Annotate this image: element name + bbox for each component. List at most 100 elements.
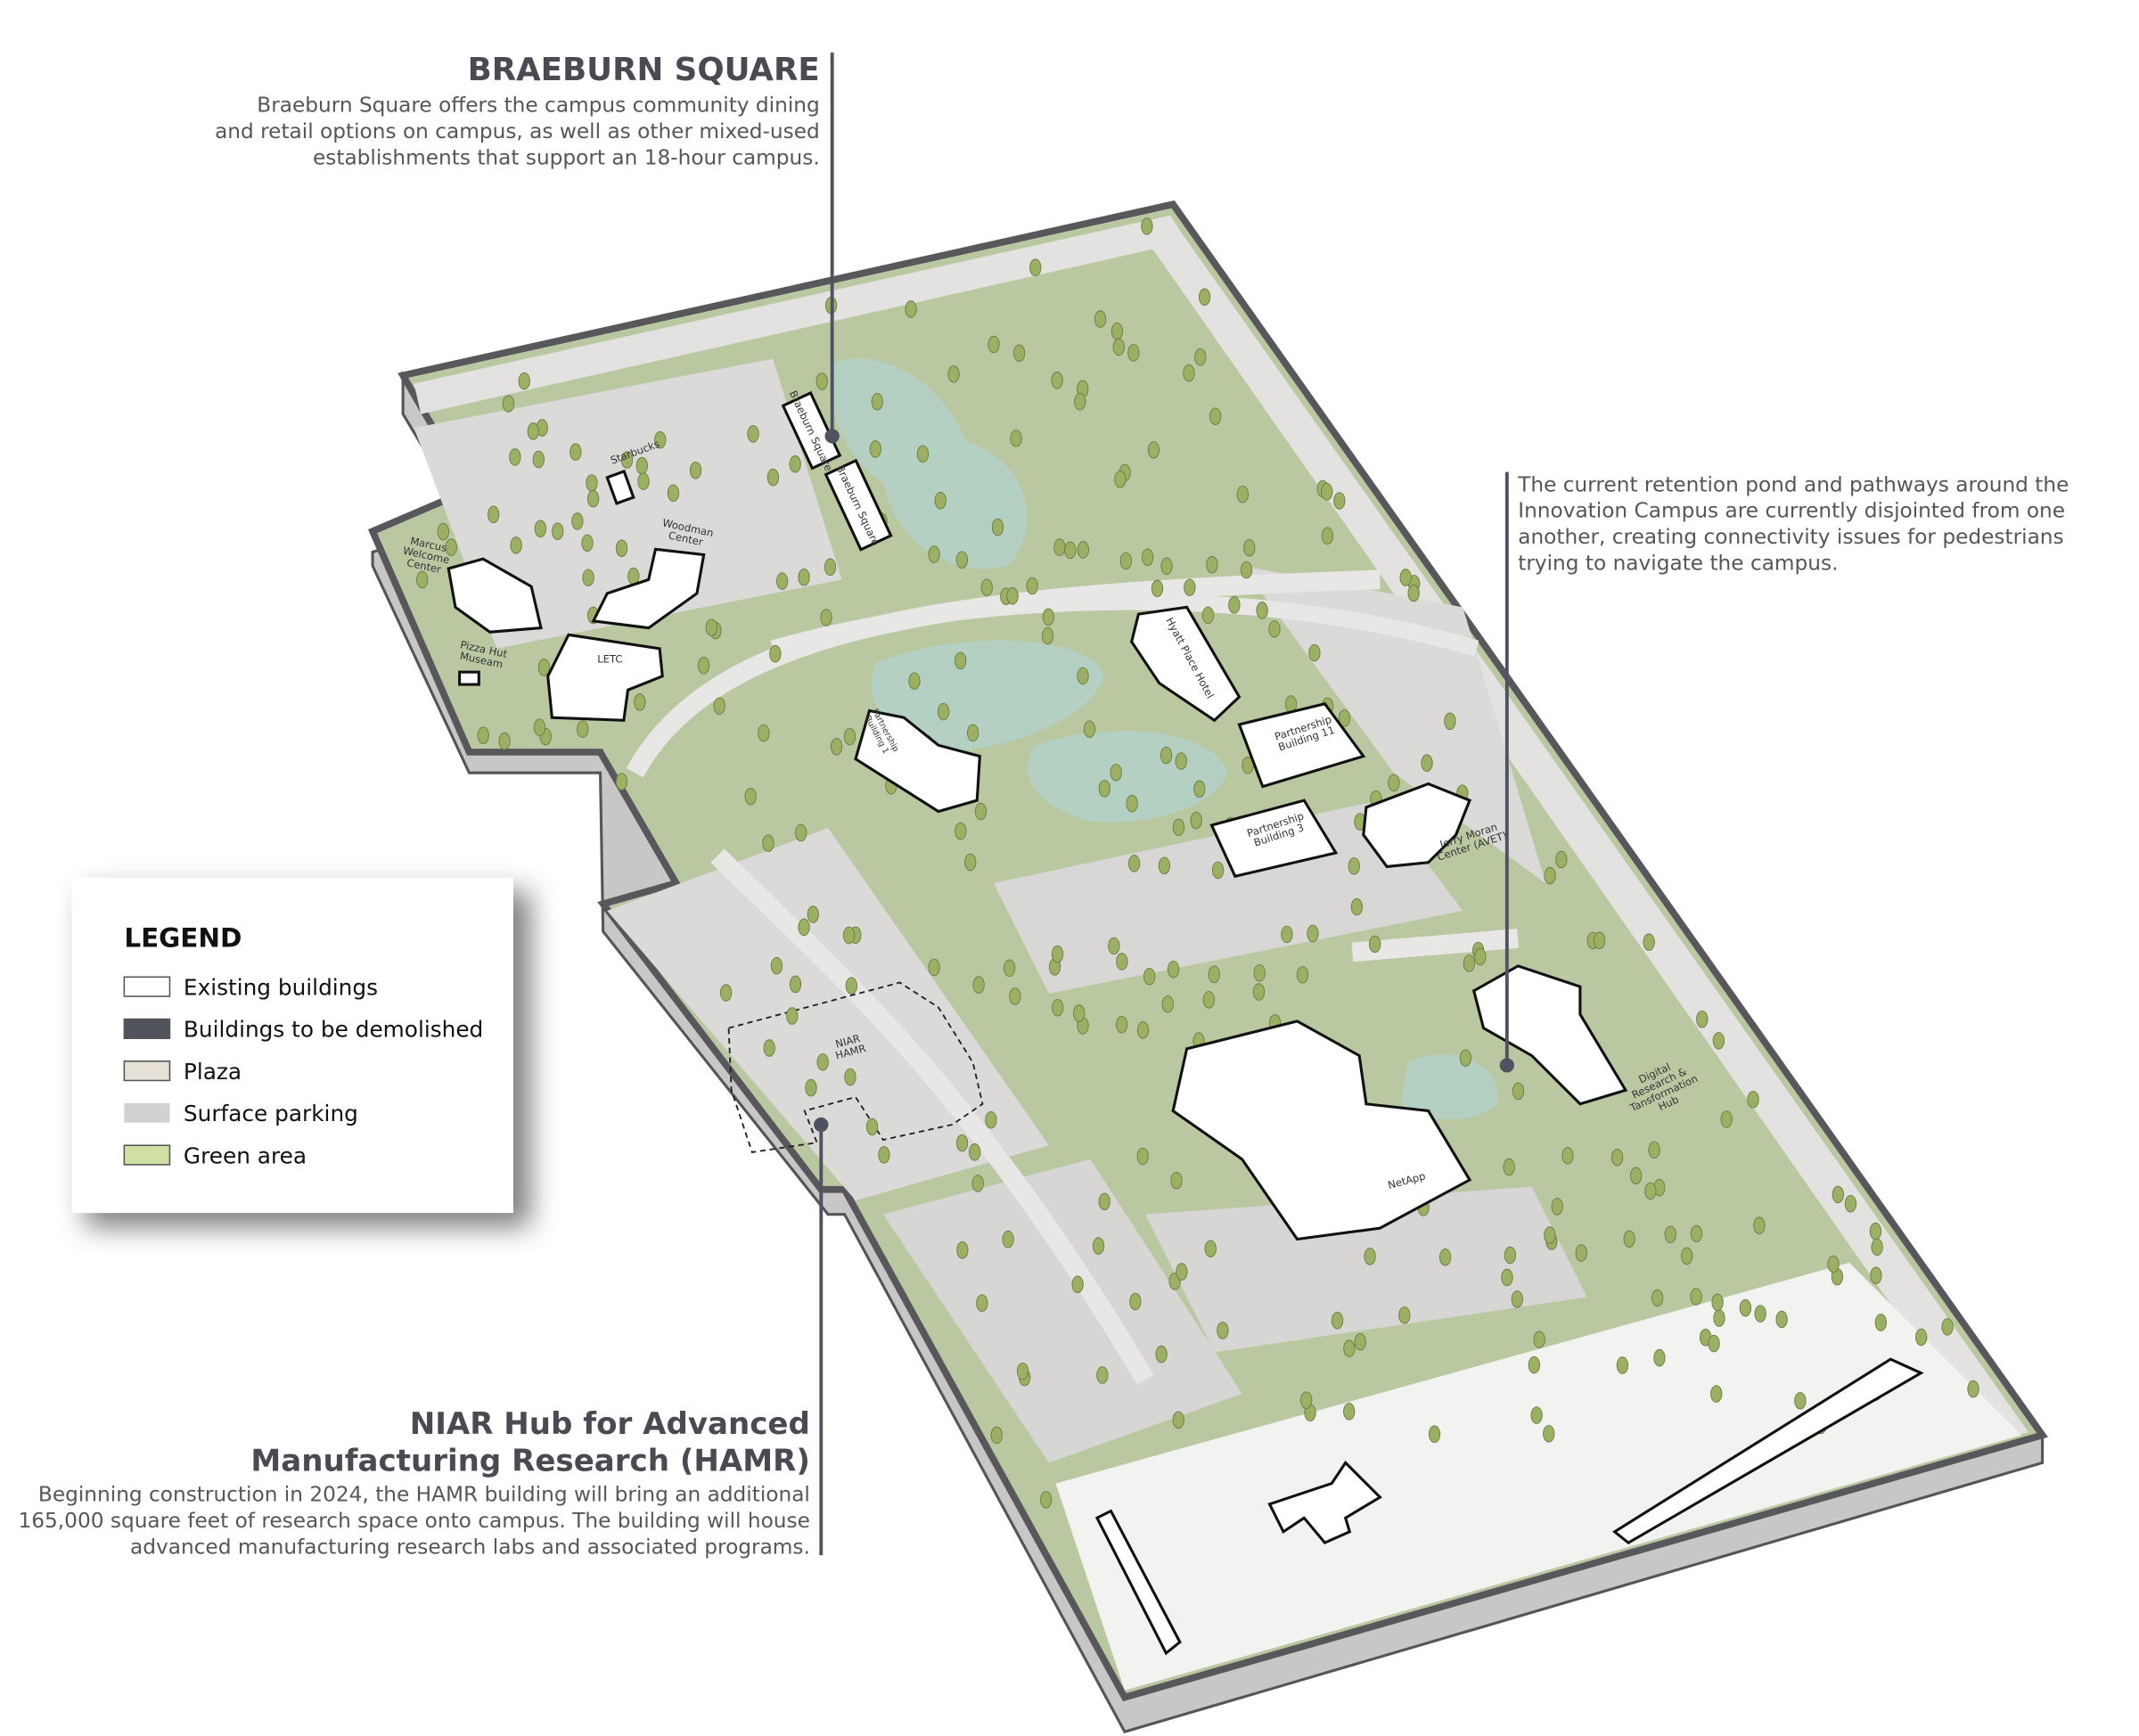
tree-icon — [789, 455, 801, 473]
tree-icon — [1098, 1192, 1110, 1211]
building-labels: Starbucks WoodmanCenter MarcusWelcomeCen… — [402, 438, 1700, 1191]
tree-icon — [820, 609, 832, 626]
tree-icon — [1696, 1010, 1709, 1028]
south-buildings[interactable] — [1094, 1357, 1924, 1656]
tree-icon — [1543, 1425, 1555, 1443]
building-netapp[interactable] — [1171, 1019, 1472, 1241]
tree-icon — [955, 822, 967, 840]
pond-text-line: trying to navigate the campus. — [1518, 552, 1838, 576]
tree-icon — [637, 472, 650, 490]
tree-icon — [1110, 764, 1122, 782]
tree-icon — [1096, 1366, 1109, 1384]
pond-text-line: The current retention pond and pathways … — [1517, 472, 2069, 496]
tree-icon — [845, 977, 858, 995]
tree-icon — [1503, 1158, 1515, 1176]
callout-leaders — [814, 52, 1514, 1556]
tree-icon — [1474, 947, 1487, 966]
tree-icon — [966, 724, 979, 742]
tree-icon — [1155, 1345, 1168, 1363]
legend-item: Plaza — [123, 1059, 242, 1085]
legend-swatch — [123, 1018, 171, 1039]
tree-icon — [1713, 1309, 1725, 1327]
building-marcus-welcome-center[interactable] — [447, 557, 543, 634]
tree-icon — [990, 1426, 1003, 1445]
tree-icon — [1252, 983, 1266, 1001]
tree-icon — [1368, 935, 1381, 954]
tree-icon — [1184, 578, 1196, 596]
tree-icon — [1348, 857, 1360, 875]
tree-icon — [1092, 1237, 1105, 1255]
tree-icon — [1112, 338, 1125, 356]
tree-icon — [527, 422, 539, 440]
building-partnership-1[interactable] — [854, 708, 981, 814]
building-letc[interactable]: LETC — [546, 633, 664, 722]
tree-icon — [1160, 557, 1173, 575]
pond-east — [1400, 1054, 1498, 1120]
building-starbucks[interactable] — [605, 469, 635, 505]
tree-icon — [1616, 1356, 1629, 1374]
tree-icon — [991, 518, 1004, 536]
building-partnership-11[interactable] — [1237, 701, 1366, 789]
tree-icon — [1053, 538, 1066, 556]
tree-icon — [1172, 1411, 1184, 1429]
building-partnership-3[interactable] — [1209, 798, 1339, 879]
tree-icon — [1240, 561, 1253, 579]
tree-icon — [1711, 1293, 1724, 1312]
tree-icon — [1459, 1049, 1472, 1067]
tree-icon — [581, 534, 594, 553]
building-woodman-center[interactable] — [591, 547, 706, 630]
tree-icon — [1206, 555, 1218, 574]
tree-icon — [1533, 1331, 1545, 1348]
tree-icon — [1217, 1322, 1229, 1339]
tree-icon — [1421, 754, 1433, 772]
tree-icon — [1098, 780, 1110, 798]
tree-icon — [769, 644, 782, 663]
tree-icon — [1512, 1082, 1525, 1101]
tree-icon — [620, 451, 634, 469]
tree-icon — [1006, 587, 1019, 605]
tree-icon — [509, 448, 521, 466]
callout-braeburn: BRAEBURN SQUARE Braeburn Square offers t… — [215, 52, 820, 169]
tree-icon — [1052, 998, 1064, 1017]
tree-icon — [1747, 1091, 1759, 1109]
tree-icon — [1739, 1298, 1752, 1317]
tree-icon — [842, 926, 856, 945]
tree-icon — [1202, 991, 1216, 1009]
tree-icon — [1501, 1268, 1513, 1287]
tree-icon — [1183, 364, 1195, 382]
tree-icon — [1343, 1403, 1356, 1421]
tree-icon — [518, 372, 530, 390]
legend-item: Green area — [123, 1142, 307, 1168]
tree-icon — [947, 365, 960, 383]
tree-icon — [974, 802, 988, 821]
tree-icon — [1388, 774, 1400, 792]
tree-icon — [795, 823, 807, 842]
tree-icon — [1915, 1328, 1928, 1347]
hamr-title: Manufacturing Research (HAMR) — [250, 1444, 810, 1479]
building-pizza-hut-museum[interactable] — [458, 670, 480, 686]
tree-icon — [1201, 606, 1215, 625]
legend-title: LEGEND — [124, 922, 242, 953]
hamr-text-line: 165,000 square feet of research space on… — [18, 1509, 809, 1533]
tree-icon — [1083, 720, 1096, 738]
tree-icon — [719, 984, 733, 1002]
tree-icon — [976, 1294, 988, 1312]
tree-icon — [766, 468, 780, 487]
tree-icon — [1651, 1289, 1664, 1307]
tree-icon — [1308, 643, 1321, 662]
tree-icon — [571, 512, 584, 530]
tree-icon — [964, 853, 977, 872]
legend-swatch — [123, 976, 171, 997]
legend-label: Surface parking — [184, 1101, 358, 1126]
tree-icon — [798, 568, 810, 586]
legend-item: Existing buildings — [123, 974, 378, 1000]
building-jerry-moran-center[interactable] — [1362, 782, 1472, 869]
braeburn-text-line: establishments that support an 18-hour c… — [313, 145, 820, 169]
tree-icon — [762, 834, 774, 852]
legend-swatch — [124, 1103, 170, 1123]
tree-icon — [1009, 987, 1021, 1005]
tree-icon — [1175, 752, 1187, 770]
tree-icon — [775, 572, 789, 590]
tree-icon — [1710, 1385, 1723, 1403]
building-digital-research-hub[interactable] — [1471, 964, 1628, 1106]
